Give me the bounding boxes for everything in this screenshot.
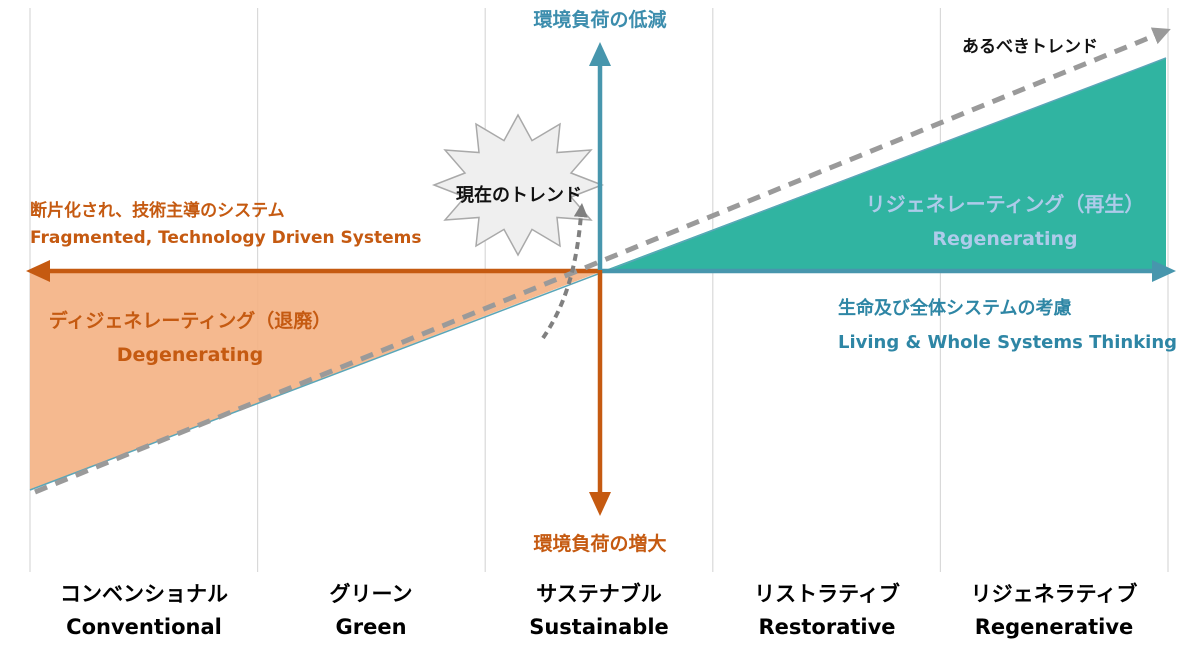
up-arrowhead: [589, 42, 611, 66]
column-label-en: Green: [335, 615, 407, 639]
column-label-sustainable: サステナブル Sustainable: [485, 578, 713, 639]
column-label-restorative: リストラティブ Restorative: [713, 578, 941, 639]
column-label-ja: リジェネラティブ: [970, 582, 1138, 606]
current-trend-label: 現在のトレンド: [456, 185, 582, 206]
down-arrowhead: [589, 492, 611, 516]
living-systems-label-en: Living & Whole Systems Thinking: [838, 332, 1178, 353]
starburst-shape: [431, 113, 605, 257]
ideal-trend-dashed-line: [34, 27, 1171, 495]
column-label-conventional: コンベンショナル Conventional: [30, 578, 258, 639]
right-arrowhead: [1152, 260, 1176, 282]
horizontal-axis: [26, 260, 1176, 282]
column-label-en: Sustainable: [529, 615, 669, 639]
column-label-en: Regenerative: [974, 615, 1134, 639]
living-systems-label-ja: 生命及び全体システムの考慮: [838, 298, 1072, 319]
degenerating-title: ディジェネレーティング（退廃） Degenerating: [40, 306, 340, 366]
top-axis-label: 環境負荷の低減: [533, 9, 667, 31]
column-label-en: Conventional: [66, 615, 222, 639]
living-systems-label: 生命及び全体システムの考慮 Living & Whole Systems Thi…: [838, 294, 1177, 353]
regenerating-title: リジェネレーティング（再生） Regenerating: [855, 188, 1155, 250]
column-label-en: Restorative: [758, 615, 896, 639]
column-label-ja: グリーン: [329, 582, 413, 606]
column-label-ja: コンベンショナル: [60, 582, 228, 606]
ideal-trend-label: あるべきトレンド: [962, 37, 1098, 57]
column-label-ja: リストラティブ: [754, 582, 900, 606]
column-label-green: グリーン Green: [257, 578, 485, 639]
current-trend-dashed-arrow: [541, 203, 588, 340]
left-arrowhead: [26, 260, 50, 282]
regenerating-title-en: Regenerating: [932, 228, 1078, 250]
degenerating-title-ja: ディジェネレーティング（退廃）: [48, 310, 332, 332]
vertical-axis: [589, 42, 611, 516]
bottom-axis-label: 環境負荷の増大: [533, 533, 667, 555]
fragmented-systems-label-en: Fragmented, Technology Driven Systems: [30, 228, 422, 248]
degenerating-title-en: Degenerating: [116, 344, 264, 366]
column-label-ja: サステナブル: [536, 582, 662, 606]
regenerating-title-ja: リジェネレーティング（再生）: [865, 192, 1145, 216]
fragmented-systems-label-ja: 断片化され、技術主導のシステム: [30, 201, 285, 221]
column-label-regenerative: リジェネラティブ Regenerative: [940, 578, 1168, 639]
